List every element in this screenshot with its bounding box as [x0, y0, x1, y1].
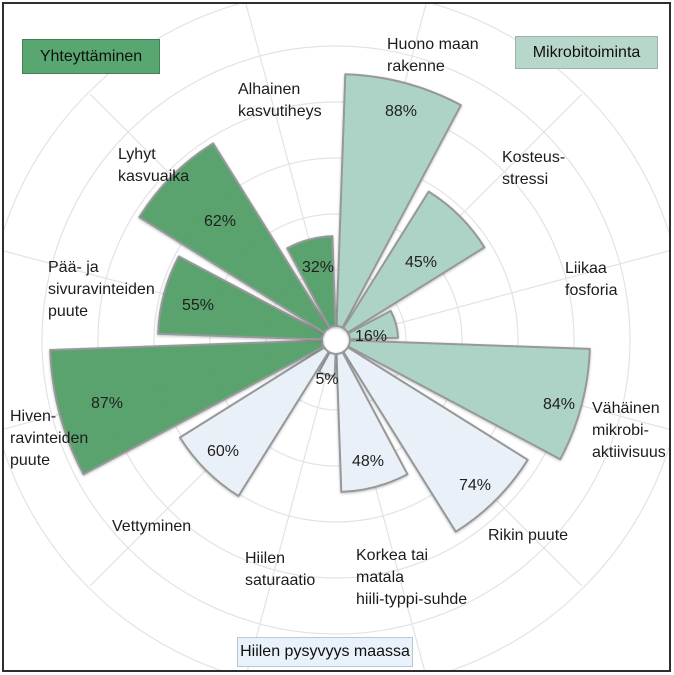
sector-label-line: Alhainen [238, 81, 301, 98]
wedges [49, 73, 591, 533]
sector-label-line: kasvutiheys [238, 103, 322, 120]
sector-label-line: Korkea tai [356, 547, 429, 564]
sector-label-line: ravinteiden [10, 430, 89, 447]
sector-value-hiven: 87% [90, 395, 124, 412]
sector-label-huono: Huono maan rakenne [387, 34, 479, 78]
sector-value-saturaatio: 5% [315, 371, 339, 388]
legend-mikrobitoiminta-label: Mikrobitoiminta [532, 43, 641, 61]
sector-value-fosforia: 16% [354, 328, 388, 345]
sector-label-line: kasvuaika [118, 168, 190, 185]
sector-wedge-saturaatio [318, 351, 337, 377]
grid-spoke [246, 355, 333, 671]
sector-value-kosteus: 45% [404, 254, 438, 271]
sector-wedge-fosforia [347, 309, 399, 341]
sector-label-vahainen: Vähäinen mikrobi-aktiivisuus [592, 398, 666, 464]
sector-value-lyhyt: 62% [203, 213, 237, 230]
sector-label-line: matala [356, 569, 405, 586]
sector-label-line: Vähäinen [592, 400, 660, 417]
sector-label-line: Rikin puute [488, 527, 569, 544]
sector-label-line: fosforia [565, 282, 618, 299]
sector-label-line: Hiven- [10, 408, 57, 425]
sector-label-line: Hiilen [245, 550, 286, 567]
sector-label-line: Huono maan [387, 36, 479, 53]
sector-label-rikin: Rikin puute [488, 525, 568, 547]
sector-wedge-hiven [49, 339, 325, 476]
sector-value-korkea: 48% [351, 453, 385, 470]
sector-value-vettyminen: 60% [206, 443, 240, 460]
sector-wedge-paa [157, 255, 325, 341]
sector-wedge-kosteus [342, 190, 486, 334]
sector-label-line: Vettyminen [112, 518, 192, 535]
sector-label-line: saturaatio [245, 572, 316, 589]
sector-wedge-vettyminen [179, 346, 330, 497]
legend-hiilen-pysyvyys-label: Hiilen pysyvyys maassa [240, 643, 410, 660]
legend-yhteyttaminen: Yhteyttäminen [22, 39, 160, 74]
grid-ring [265, 269, 407, 411]
grid-ring [209, 213, 463, 467]
sector-label-line: Liikaa [565, 260, 607, 277]
sector-wedge-vahainen [347, 339, 591, 461]
sector-label-kosteus: Kosteus-stressi [502, 147, 565, 191]
grid-ring [97, 101, 575, 579]
sector-label-paa: Pää- ja sivuravinteiden puute [48, 257, 155, 323]
sector-wedge-lyhyt [138, 142, 330, 334]
grid-spoke [351, 249, 670, 337]
sector-label-line: Lyhyt [118, 146, 156, 163]
sector-label-line: hiili-typpi-suhde [356, 591, 468, 608]
sector-label-line: aktiivisuus [592, 444, 666, 461]
sector-value-alhainen: 32% [301, 259, 335, 276]
sector-wedge-alhainen [286, 235, 337, 329]
sector-wedge-huono [335, 73, 462, 329]
sector-label-hiven: Hiven-ravinteiden puute [10, 406, 88, 472]
sector-label-alhainen: Alhainen kasvutiheys [238, 79, 322, 123]
sector-label-line: Pää- ja [48, 259, 99, 276]
sector-label-line: puute [10, 452, 51, 469]
sector-label-line: stressi [502, 171, 549, 188]
sector-wedge-rikin [342, 346, 529, 533]
sector-label-lyhyt: Lyhyt kasvuaika [118, 144, 189, 188]
legend-mikrobitoiminta: Mikrobitoiminta [515, 36, 658, 69]
sector-label-vettyminen: Vettyminen [112, 516, 191, 538]
sector-wedge-korkea [335, 351, 409, 493]
sector-label-saturaatio: Hiilen saturaatio [245, 548, 315, 592]
sector-label-line: Kosteus- [502, 149, 566, 166]
sector-value-vahainen: 84% [542, 396, 576, 413]
sector-label-line: sivuravinteiden [48, 281, 155, 298]
sector-value-huono: 88% [384, 103, 418, 120]
sector-label-line: puute [48, 303, 89, 320]
sector-label-line: rakenne [387, 58, 445, 75]
sector-label-line: mikrobi- [592, 422, 649, 439]
legend-yhteyttaminen-label: Yhteyttäminen [39, 47, 143, 65]
legend-hiilen-pysyvyys-maassa: Hiilen pysyvyys maassa [237, 637, 413, 667]
sector-label-fosforia: Liikaa fosforia [565, 258, 617, 302]
sector-label-korkea: Korkea tai matala hiili-typpi-suhde [356, 545, 467, 611]
grid-ring [153, 157, 519, 523]
sector-value-rikin: 74% [458, 477, 492, 494]
grid-ring [41, 45, 631, 635]
sector-value-paa: 55% [181, 297, 215, 314]
